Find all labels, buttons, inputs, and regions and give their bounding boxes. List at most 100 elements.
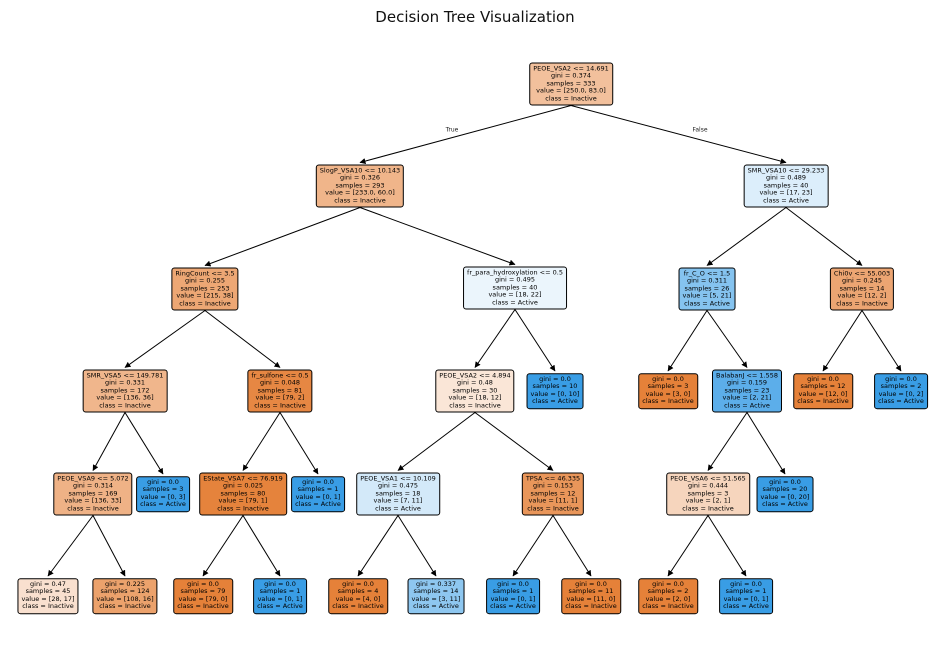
node-text-line: fr_sulfone <= 0.5 (251, 371, 309, 380)
node-text-line: samples = 30 (452, 386, 498, 395)
node-text-line: class = Active (375, 504, 421, 513)
node-text-line: value = [136, 33] (64, 496, 122, 505)
node-text-line: samples = 1 (259, 587, 301, 596)
node-text-line: gini = 0.444 (687, 481, 729, 490)
node-text-line: gini = 0.0 (730, 580, 762, 589)
node-text-line: value = [0, 1] (257, 595, 303, 603)
tree-edge (47, 515, 94, 577)
node-text-line: class = Active (295, 500, 341, 509)
node-text-line: samples = 2 (647, 587, 689, 596)
node-text-line: samples = 80 (220, 489, 266, 498)
node-text-line: class = Active (140, 500, 186, 509)
node-text-line: value = [12, 0] (798, 390, 848, 398)
node-text-line: samples = 79 (180, 587, 226, 596)
node-text-line: SlogP_VSA10 <= 10.143 (319, 166, 401, 175)
node-text-line: value = [136, 36] (96, 393, 154, 402)
tree-edge (124, 310, 206, 368)
node-text-line: value = [79, 1] (218, 496, 268, 505)
node-text-line: class = Active (532, 397, 578, 406)
node-text-line: samples = 11 (568, 587, 614, 596)
node-text-line: samples = 124 (100, 587, 150, 596)
edge-label-false: False (692, 126, 708, 134)
node-text-line: samples = 14 (413, 587, 459, 596)
tree-edge (474, 309, 516, 368)
node-text-line: class = Inactive (797, 397, 849, 406)
node-text-line: gini = 0.0 (302, 478, 334, 487)
node-text-line: class = Active (762, 500, 808, 509)
tree-edge (512, 515, 554, 577)
node-text-line: BalabanJ <= 1.558 (715, 371, 779, 380)
node-text-line: value = [0, 10] (530, 390, 580, 398)
node-text-line: value = [79, 0] (178, 595, 228, 603)
node-text-line: value = [215, 38] (176, 291, 234, 300)
node-text-line: value = [250.0, 83.0] (536, 86, 606, 95)
node-text-line: PEOE_VSA2 <= 4.894 (439, 371, 511, 380)
node-text-line: samples = 1 (725, 587, 767, 596)
node-text-line: class = Inactive (642, 397, 694, 406)
node-text-line: fr_C_O <= 1.5 (683, 269, 731, 278)
tree-edge (707, 412, 748, 471)
node-text-line: gini = 0.0 (342, 580, 374, 589)
node-text-line: value = [0, 1] (490, 595, 536, 603)
node-text-line: samples = 12 (800, 382, 846, 391)
edge-label-true: True (445, 126, 459, 134)
node-text-line: class = Inactive (99, 401, 151, 410)
node-text-line: class = Inactive (179, 299, 231, 308)
node-text-line: RingCount <= 3.5 (175, 269, 235, 278)
node-text-line: samples = 293 (335, 181, 385, 190)
node-text-line: samples = 81 (257, 386, 303, 395)
node-text-line: samples = 2 (880, 382, 922, 391)
tree-edge (92, 412, 126, 471)
node-text-line: gini = 0.0 (652, 375, 684, 384)
node-text-line: gini = 0.159 (726, 378, 768, 387)
tree-edge (124, 412, 164, 475)
node-text-line: PEOE_VSA2 <= 14.691 (533, 64, 609, 73)
node-text-line: class = Inactive (449, 401, 501, 410)
node-text-line: value = [7, 11] (373, 496, 423, 505)
node-text-line: samples = 45 (25, 587, 71, 596)
tree-edge (397, 515, 437, 577)
node-text-line: value = [108, 16] (96, 595, 154, 603)
node-text-line: gini = 0.0 (807, 375, 839, 384)
node-text-line: class = Inactive (642, 602, 694, 611)
tree-edge (706, 207, 787, 266)
node-text-line: value = [79, 2] (255, 393, 305, 402)
node-text-line: gini = 0.331 (104, 378, 146, 387)
node-text-line: samples = 26 (684, 284, 730, 293)
node-text-line: value = [0, 1] (295, 493, 341, 501)
node-text-line: gini = 0.314 (72, 481, 114, 490)
node-text-line: value = [3, 11] (411, 595, 461, 603)
node-text-line: PEOE_VSA1 <= 10.109 (360, 474, 436, 483)
tree-edge (514, 309, 556, 372)
node-text-line: class = Active (684, 299, 730, 308)
node-text-line: value = [2, 21] (722, 393, 772, 402)
node-text-line: samples = 3 (687, 489, 729, 498)
node-text-line: samples = 169 (68, 489, 118, 498)
node-text-line: gini = 0.0 (264, 580, 296, 589)
node-text-line: samples = 18 (375, 489, 421, 498)
tree-edge (279, 412, 319, 475)
node-text-line: class = Inactive (565, 602, 617, 611)
node-text-line: value = [0, 2] (878, 390, 924, 398)
node-text-line: value = [0, 20] (760, 493, 810, 501)
tree-edge (667, 515, 709, 577)
node-text-line: gini = 0.0 (497, 580, 529, 589)
